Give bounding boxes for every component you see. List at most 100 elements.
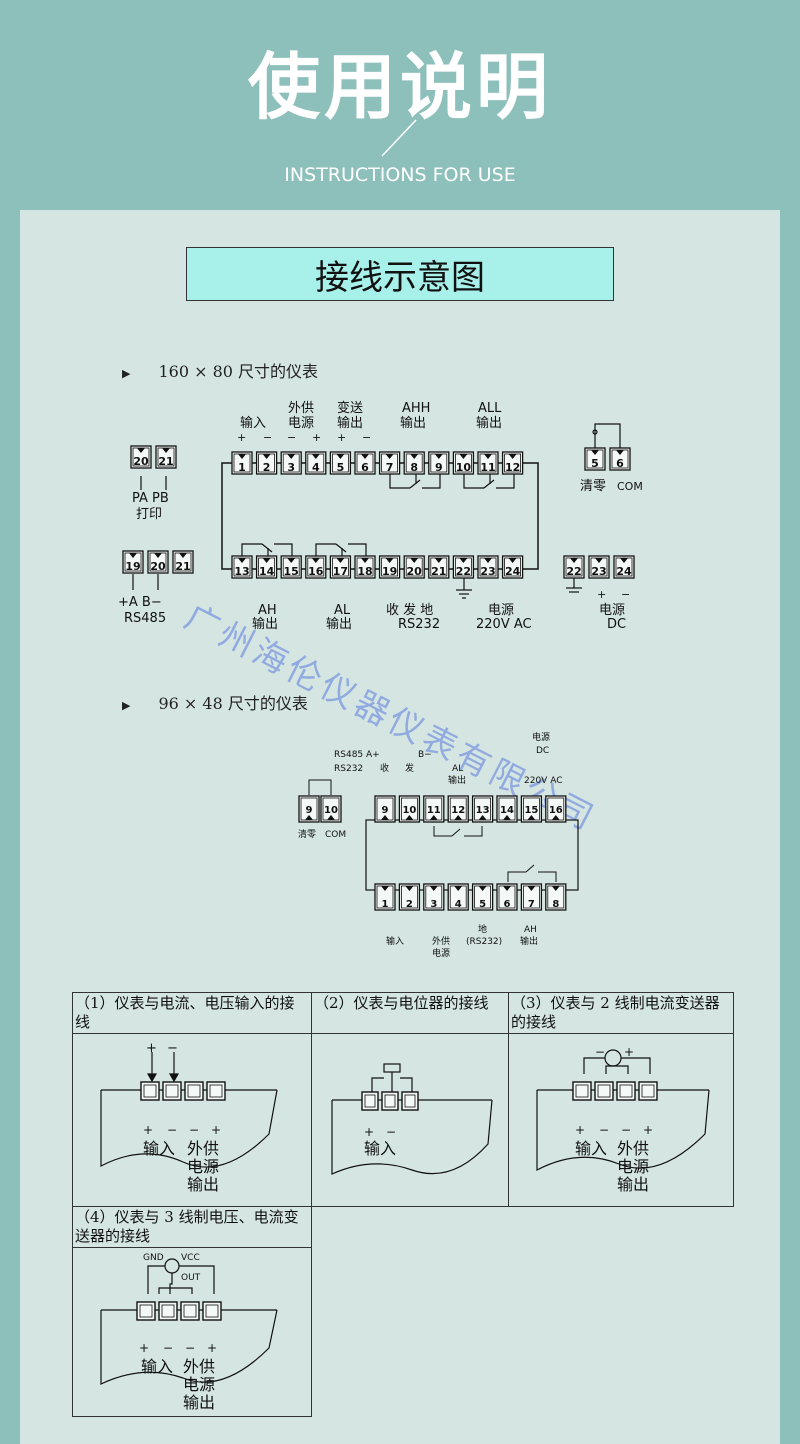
wiring-cell-2-caption: （2）仪表与电位器的接线 <box>311 992 509 1034</box>
terminal-box <box>428 451 450 475</box>
svg-text:+: + <box>139 1341 149 1355</box>
terminal-box <box>329 555 352 579</box>
label-power-dc-2: DC <box>536 746 549 756</box>
com-label: COM <box>617 480 643 493</box>
wiring-cell-3-caption: （3）仪表与 2 线制电流变送器的接线 <box>508 992 734 1034</box>
terminal-number: 22 <box>456 565 471 578</box>
terminal-box <box>329 451 352 475</box>
terminal-marker-icon <box>527 886 536 891</box>
terminal-box <box>447 883 469 911</box>
terminal-marker-icon <box>434 558 443 563</box>
terminal-box <box>255 555 278 579</box>
empty-cell <box>509 1207 734 1248</box>
terminal-marker-icon <box>478 815 487 820</box>
terminal-marker-icon <box>410 558 419 563</box>
label-ah-2: 输出 <box>520 935 538 947</box>
terminal-number: 24 <box>616 565 632 578</box>
terminal-marker-icon <box>410 454 419 459</box>
label-ext-power-1: 外供 <box>288 401 314 416</box>
label-rs232-1: 收 发 地 <box>386 602 433 618</box>
terminal-number: 10 <box>456 461 472 474</box>
empty-cell <box>312 1207 509 1248</box>
diagram1-relay-bottom <box>241 543 367 556</box>
terminal-marker-icon <box>459 558 468 563</box>
terminal-number: 23 <box>480 565 495 578</box>
terminal-marker-icon <box>591 450 599 455</box>
terminal-box <box>130 445 152 469</box>
print-label: 打印 <box>136 507 162 522</box>
terminal-box <box>354 451 376 475</box>
label-transmit-2: 输出 <box>337 415 363 431</box>
terminal-marker-icon <box>381 815 389 820</box>
label-ext-3: 输出 <box>187 1175 219 1194</box>
terminal-inner <box>139 1304 153 1318</box>
terminal-number: 14 <box>259 565 275 578</box>
terminal-marker-icon <box>336 558 345 563</box>
svg-text:+: + <box>624 1045 634 1059</box>
terminal-inner <box>209 1084 223 1098</box>
terminal-inner <box>404 1094 416 1108</box>
svg-text:−: − <box>189 1123 199 1137</box>
diagram2-relay-icon <box>308 779 557 882</box>
svg-text:−: − <box>167 1123 177 1137</box>
label-ah-2: 输出 <box>252 616 278 632</box>
terminal-marker-icon <box>595 558 603 563</box>
terminal-marker-icon <box>238 558 246 563</box>
terminal-box <box>320 795 342 823</box>
terminal-box <box>305 451 327 475</box>
terminal-box <box>545 883 567 911</box>
label-input: 输入 <box>143 1139 175 1158</box>
wiring-cell-4-caption: （4）仪表与 3 线制电压、电流变送器的接线 <box>72 1206 312 1248</box>
print-arrows-icon <box>140 476 167 490</box>
label-ext-2: 电源 <box>432 947 450 959</box>
terminal-number: 2 <box>406 899 413 910</box>
terminal-marker-icon <box>429 886 438 891</box>
terminal-box <box>520 795 543 823</box>
label-ah-1: AH <box>524 925 537 935</box>
label-ext-2: 电源 <box>617 1157 649 1176</box>
terminal-number: 7 <box>386 461 394 474</box>
terminal-box <box>572 1081 592 1101</box>
terminal-number: 9 <box>306 805 313 816</box>
terminal-marker-icon <box>508 454 517 459</box>
terminal-box <box>471 883 494 911</box>
page-subtitle: INSTRUCTIONS FOR USE <box>284 164 516 186</box>
terminal-box <box>231 451 253 475</box>
empty-cell <box>509 1248 734 1417</box>
terminal-number: 1 <box>238 461 246 474</box>
sign-minus: − <box>362 431 371 444</box>
terminal-marker-icon <box>620 558 628 563</box>
label-al-2: 输出 <box>326 616 352 632</box>
terminal-box <box>594 1081 614 1101</box>
terminal-number: 16 <box>308 565 324 578</box>
terminal-box <box>378 555 401 579</box>
terminal-marker-icon <box>129 553 137 558</box>
terminal-box <box>202 1301 222 1321</box>
wiring-diagram-2wire-transmitter: −+ +− −+ 输入 外供 电源 输出 <box>536 1045 710 1194</box>
terminal-marker-icon <box>238 454 246 459</box>
dc-label: DC <box>607 617 626 632</box>
svg-text:−: − <box>185 1341 195 1355</box>
wiring-examples-table: （1）仪表与电流、电压输入的接线 （2）仪表与电位器的接线 （3）仪表与 2 线… <box>72 992 734 1417</box>
terminal-number: 19 <box>125 560 140 573</box>
label-input: 输入 <box>386 935 404 947</box>
label-rs232-2: RS232 <box>398 617 440 632</box>
terminal-box <box>477 555 499 579</box>
terminal-number: 17 <box>333 565 348 578</box>
terminal-inner <box>597 1084 611 1098</box>
terminal-box <box>206 1081 226 1101</box>
terminal-box <box>471 795 494 823</box>
terminal-marker-icon <box>429 815 438 820</box>
empty-cell <box>312 1248 509 1417</box>
terminal-number: 11 <box>480 461 495 474</box>
terminal-marker-icon <box>484 558 492 563</box>
label-transmit-1: 变送 <box>337 400 363 416</box>
label-ground-rs: (RS232) <box>466 937 502 947</box>
terminal-marker-icon <box>478 886 487 891</box>
terminal-inner <box>165 1084 179 1098</box>
label-out: OUT <box>181 1273 201 1283</box>
wiring-diagram-3wire-transmitter: GND VCC OUT +− −+ 输入 外供 电源 输出 <box>100 1253 278 1412</box>
terminal-marker-icon <box>361 558 369 563</box>
terminal-box <box>477 451 499 475</box>
